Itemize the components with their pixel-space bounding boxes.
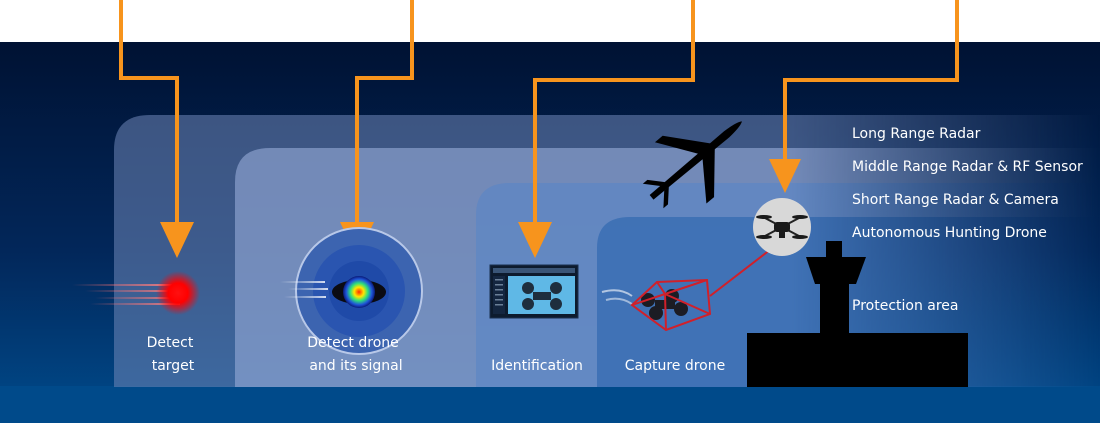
- label-hunting-drone: Autonomous Hunting Drone: [852, 225, 1047, 241]
- label-short-range-radar: Short Range Radar & Camera: [852, 192, 1059, 208]
- label-identification: Identification: [491, 358, 583, 374]
- label-detect-target-line2: target: [151, 358, 195, 374]
- label-capture-drone: Capture drone: [624, 358, 726, 374]
- ground-strip: [0, 386, 1100, 423]
- label-detect-drone-line1: Detect drone: [307, 335, 399, 351]
- airplane-icon: [642, 121, 742, 209]
- hunter-drone-icon: [753, 198, 811, 256]
- control-tower-icon: [747, 241, 968, 387]
- label-detect-target-line1: Detect: [146, 335, 194, 351]
- label-long-range-radar: Long Range Radar: [852, 126, 981, 142]
- monitor-icon: [489, 264, 579, 319]
- label-detect-drone-line2: and its signal: [309, 358, 403, 374]
- target-blip-icon: [72, 271, 200, 315]
- net-capture-icon: [601, 245, 776, 332]
- label-middle-range-radar: Middle Range Radar & RF Sensor: [852, 159, 1083, 175]
- label-protection-area: Protection area: [852, 298, 959, 314]
- heatmap-drone-icon: [280, 227, 423, 355]
- connector-arrows: [119, 0, 959, 224]
